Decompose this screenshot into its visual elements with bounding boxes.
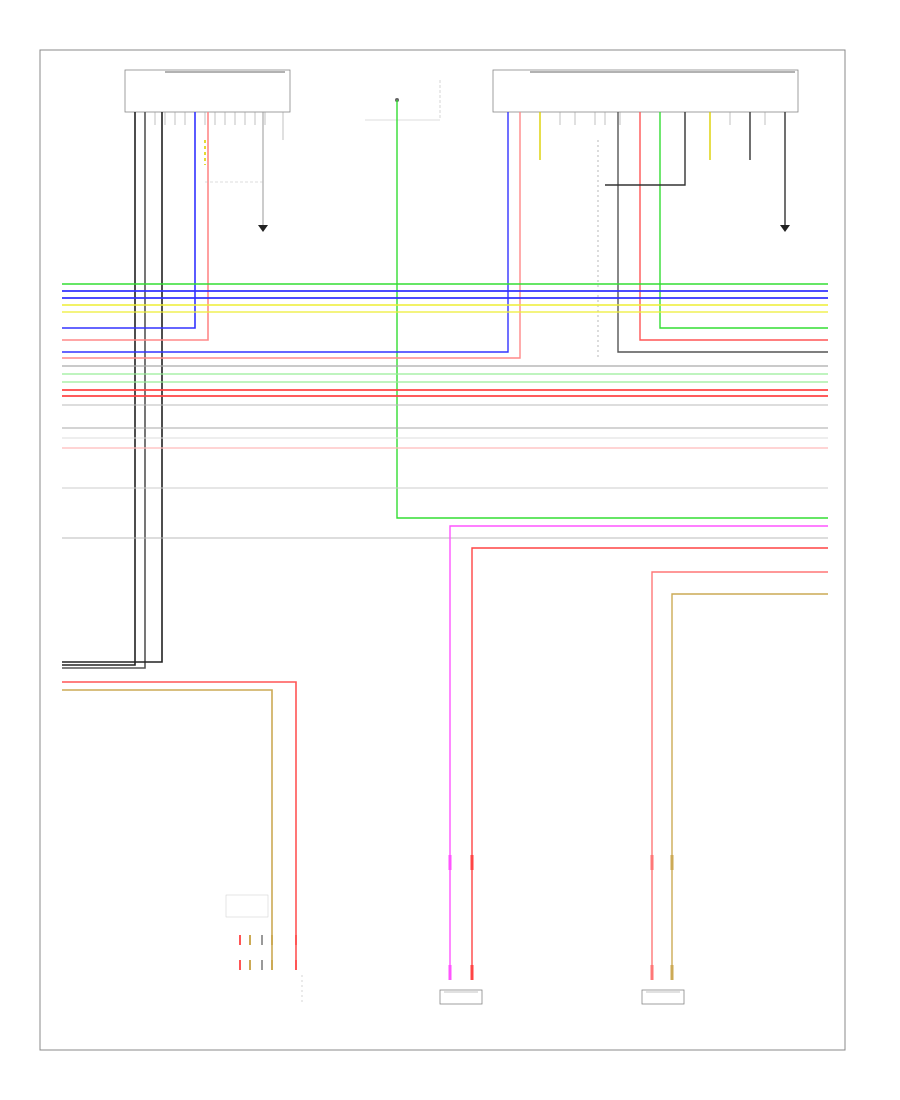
diagram-border [39,49,846,1051]
horizontal-bus [62,283,828,539]
bottom-center-speaker [439,855,483,1005]
bottom-left-device [225,894,303,1005]
right-module [492,69,799,125]
center-connector [365,80,441,121]
right-ground [780,225,790,232]
speaker-branches [449,525,828,975]
right-module-wires [62,112,828,360]
bottom-left-wires [62,681,297,965]
left-module [124,69,291,140]
center-green-wire [396,100,828,519]
left-ground [258,225,268,232]
bottom-right-speaker [641,855,685,1005]
left-module-wires [62,112,264,669]
